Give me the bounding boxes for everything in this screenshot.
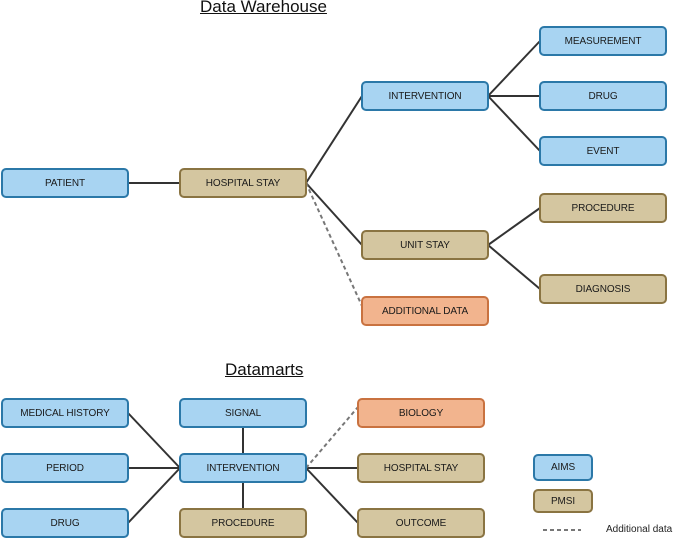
node-event: EVENT — [539, 136, 667, 166]
datamarts-title: Datamarts — [225, 360, 304, 379]
node-measurement: MEASUREMENT — [539, 26, 667, 56]
node-unit-stay: UNIT STAY — [361, 230, 489, 260]
node-intervention: INTERVENTION — [361, 81, 489, 111]
node-dm-hospital-stay: HOSPITAL STAY — [357, 453, 485, 483]
edge-medicalhistory-intervention — [127, 412, 181, 469]
edge-drug-intervention — [127, 467, 181, 524]
node-additional-data: ADDITIONAL DATA — [361, 296, 489, 326]
edge-intervention-outcome — [305, 467, 359, 524]
legend-additional-label: Additional data — [606, 524, 673, 535]
edge-unitstay-diagnosis — [487, 244, 541, 290]
edge-unitstay-procedure — [487, 207, 541, 246]
edge-hospitalstay-additionaldata — [305, 182, 363, 307]
data-warehouse-title: Data Warehouse — [200, 0, 327, 16]
legend-pmsi: PMSI — [533, 489, 593, 513]
node-medical-history: MEDICAL HISTORY — [1, 398, 129, 428]
node-period: PERIOD — [1, 453, 129, 483]
node-hospital-stay: HOSPITAL STAY — [179, 168, 307, 198]
node-diagnosis: DIAGNOSIS — [539, 274, 667, 304]
node-drug: DRUG — [539, 81, 667, 111]
edge-intervention-biology — [305, 406, 359, 469]
legend-aims: AIMS — [533, 454, 593, 481]
node-signal: SIGNAL — [179, 398, 307, 428]
node-procedure: PROCEDURE — [539, 193, 667, 223]
node-biology: BIOLOGY — [357, 398, 485, 428]
node-outcome: OUTCOME — [357, 508, 485, 538]
node-dm-drug: DRUG — [1, 508, 129, 538]
edge-hospitalstay-unitstay — [305, 182, 363, 246]
edge-hospitalstay-intervention — [305, 95, 363, 184]
node-patient: PATIENT — [1, 168, 129, 198]
edge-intervention-event — [487, 95, 541, 152]
node-dm-intervention: INTERVENTION — [179, 453, 307, 483]
edge-intervention-measurement — [487, 40, 541, 97]
node-dm-procedure: PROCEDURE — [179, 508, 307, 538]
